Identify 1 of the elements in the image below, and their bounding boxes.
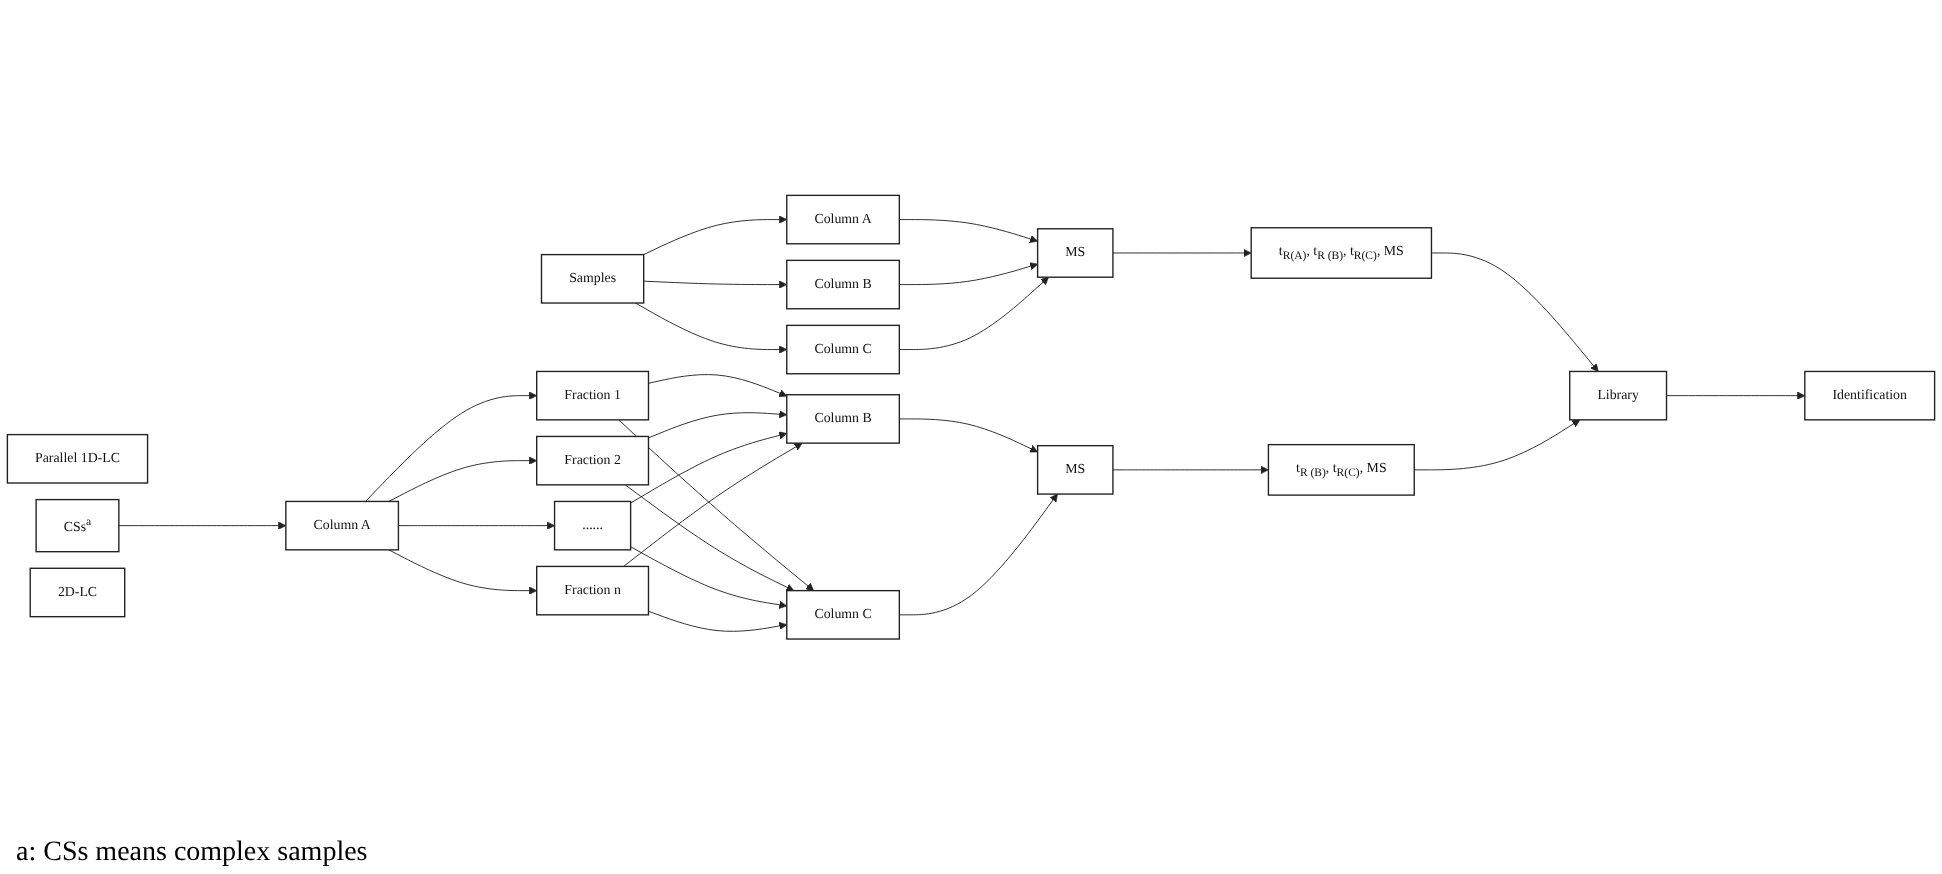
footnote: a: CSs means complex samples	[16, 838, 370, 870]
